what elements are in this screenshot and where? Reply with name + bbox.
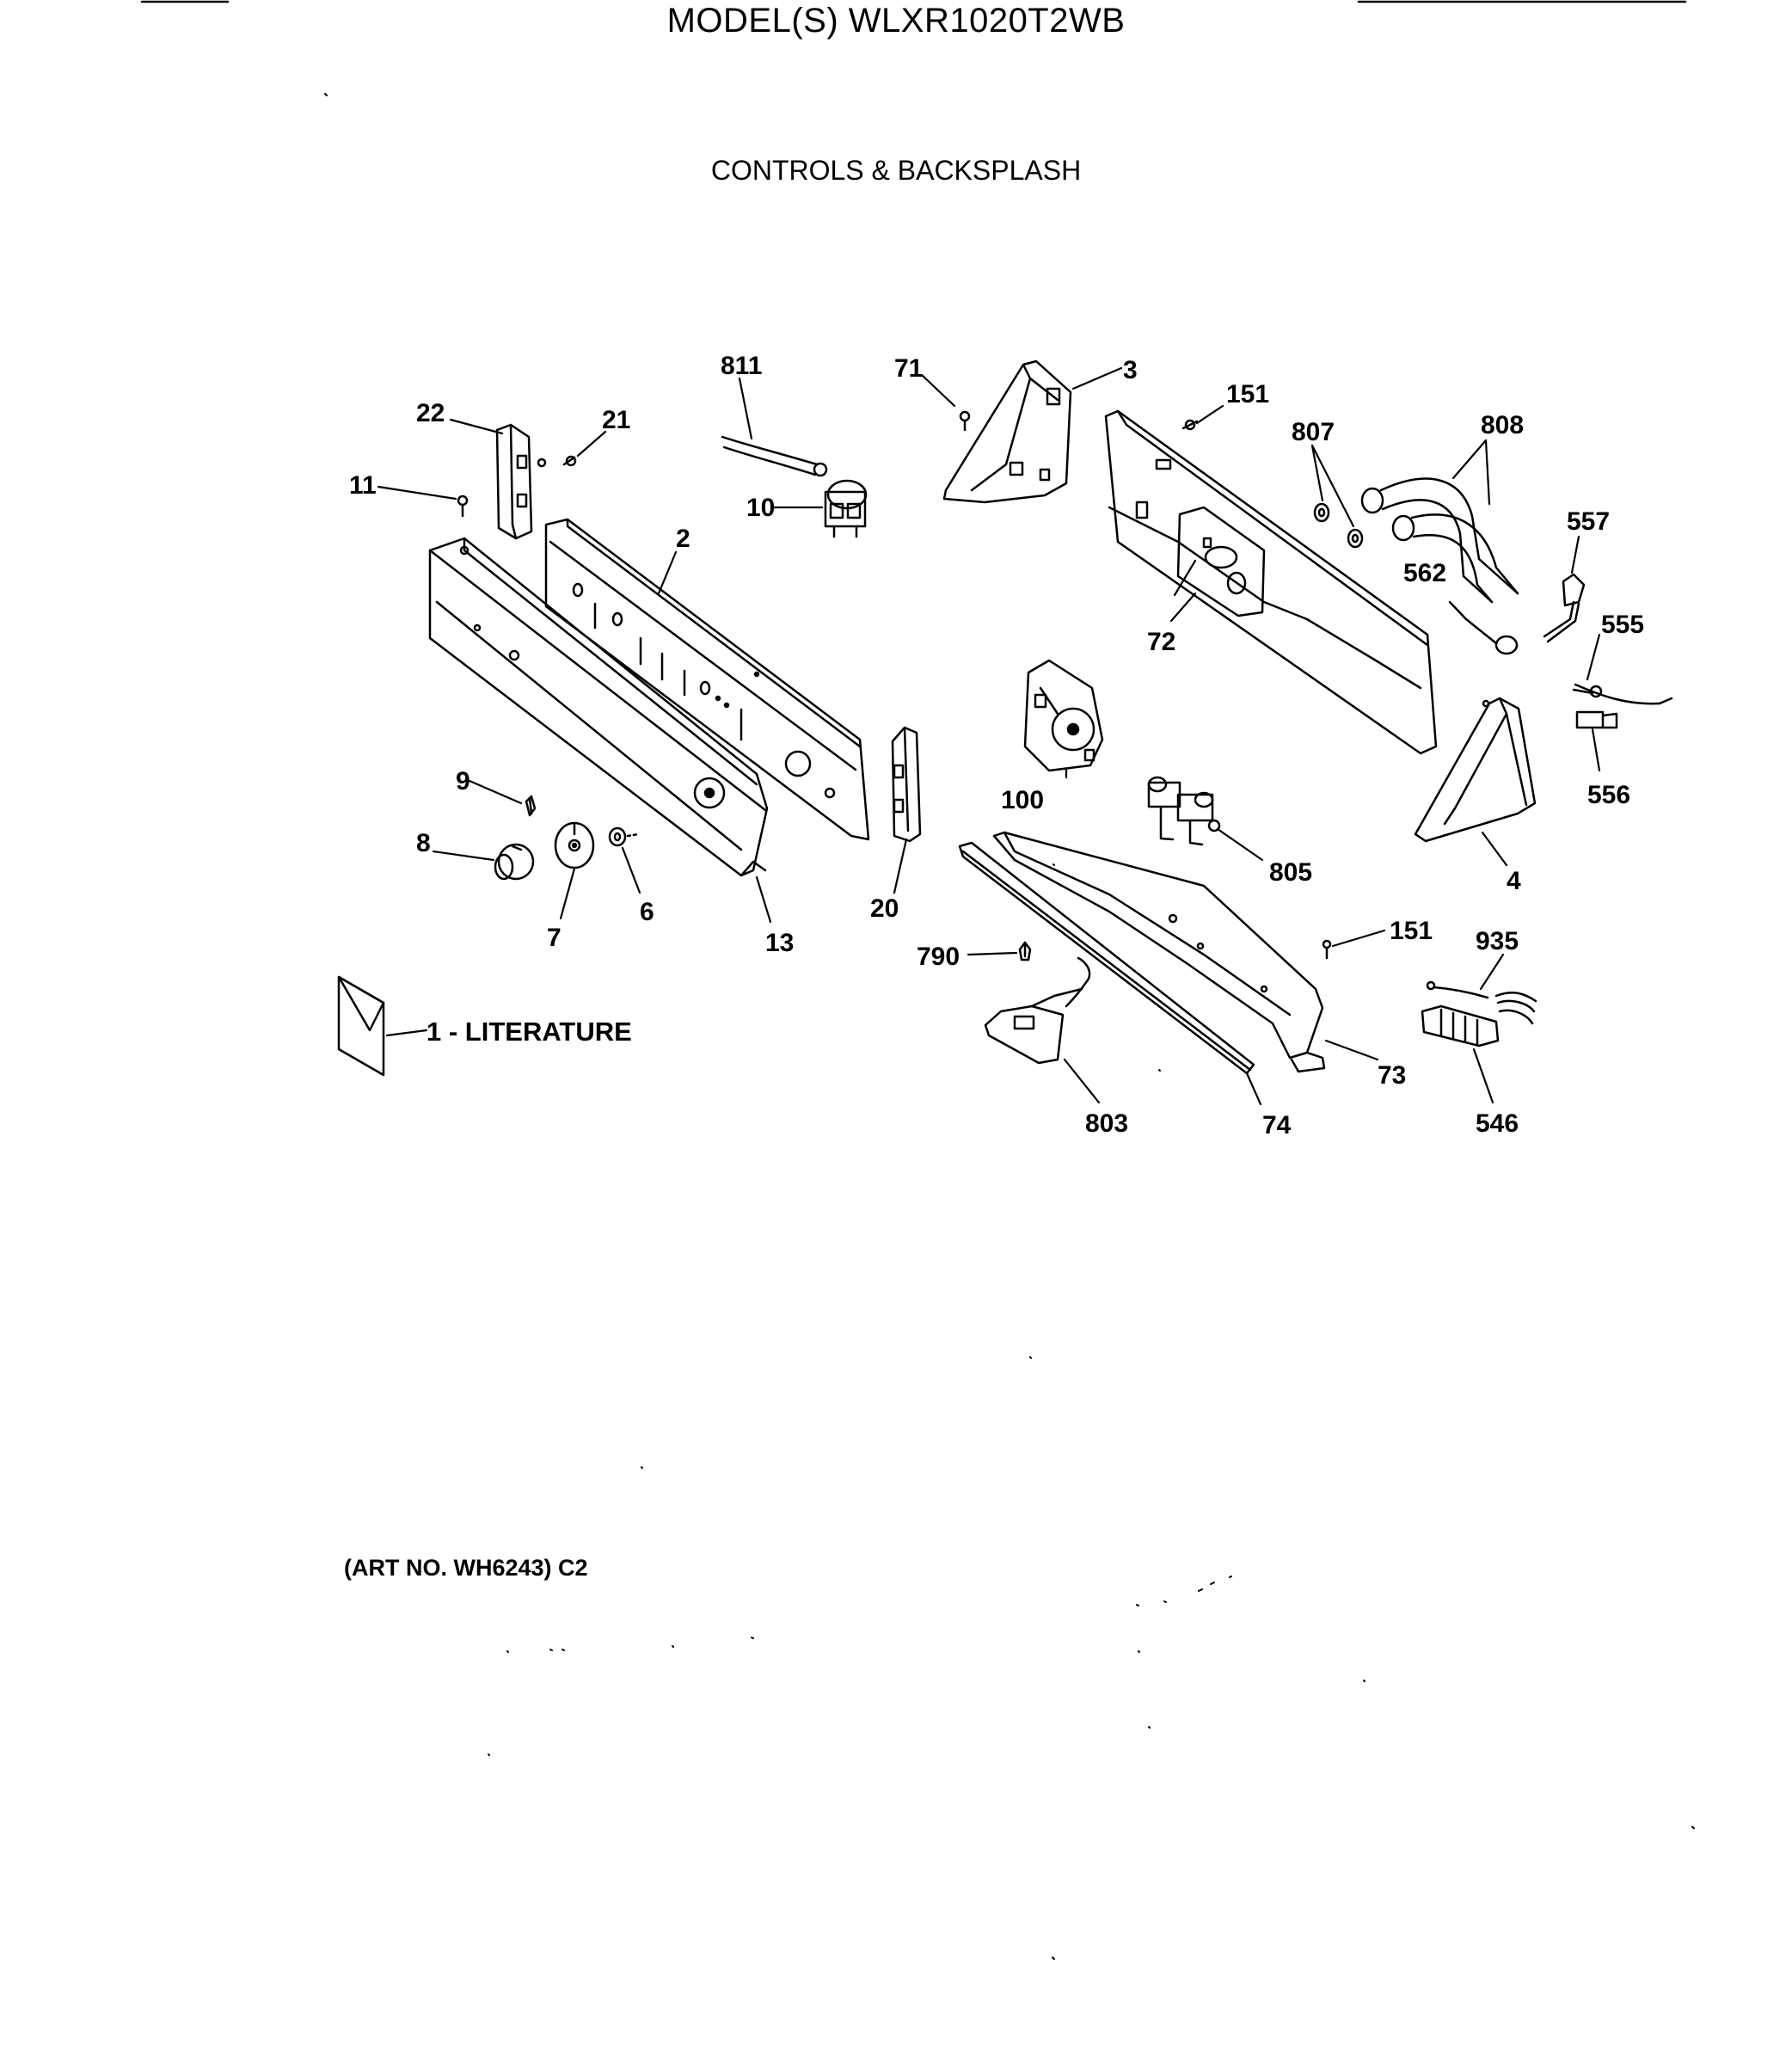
callout-555: 555 [1601, 611, 1644, 639]
callout-72: 72 [1147, 628, 1175, 656]
callout-803: 803 [1085, 1109, 1128, 1138]
callout-100: 100 [1001, 786, 1044, 814]
part-13-control-panel [428, 537, 769, 877]
callout-6: 6 [640, 898, 654, 926]
part-20-bracket [891, 726, 922, 843]
callout-562: 562 [1403, 559, 1446, 587]
part-151-screw-upper [1181, 419, 1199, 431]
callout-labels: 811 71 3 151 807 808 22 21 11 10 2 557 5… [349, 352, 1644, 1140]
callout-10: 10 [746, 494, 775, 522]
callout-22: 22 [416, 399, 445, 427]
model-title: MODEL(S) WLXR1020T2WB [666, 2, 1126, 40]
part-151-screw-lower [1322, 939, 1332, 960]
part-10-pressure-switch [824, 479, 868, 538]
part-6-nut [608, 826, 640, 847]
callout-4: 4 [1507, 867, 1521, 895]
callout-11: 11 [349, 471, 377, 500]
part-811-hose [721, 435, 828, 477]
part-9-clip [525, 795, 537, 817]
part-556-plug [1575, 710, 1618, 729]
part-4-end-cap [1414, 697, 1537, 843]
callout-151-lower: 151 [1390, 917, 1433, 945]
part-557-clip [1543, 573, 1586, 643]
callout-13: 13 [765, 929, 794, 957]
art-number: (ART NO. WH6243) C2 [344, 1555, 588, 1581]
callout-151-upper: 151 [1226, 380, 1269, 408]
part-790-clip [1018, 941, 1032, 961]
part-1-literature-envelope [337, 975, 385, 1077]
callout-808: 808 [1481, 411, 1524, 439]
part-2-console-panel [544, 518, 870, 841]
callout-546: 546 [1476, 1109, 1519, 1138]
callout-73: 73 [1378, 1061, 1406, 1090]
callout-8: 8 [416, 829, 431, 857]
part-555-connector [1572, 683, 1673, 705]
part-935-harness [1426, 980, 1537, 1025]
callout-9: 9 [456, 767, 470, 796]
callout-807: 807 [1292, 418, 1335, 446]
part-71-screw [959, 410, 971, 432]
part-803-harness-cover [984, 956, 1091, 1065]
part-74-trim-strip [958, 841, 1255, 1075]
callout-7: 7 [547, 924, 562, 952]
part-72-rear-panel [1104, 409, 1438, 755]
part-546-terminal-block [1421, 1004, 1500, 1047]
part-807-washers [1313, 502, 1364, 549]
callout-74: 74 [1262, 1111, 1292, 1140]
callout-557: 557 [1567, 507, 1610, 536]
part-3-end-cap [942, 359, 1072, 504]
callout-790: 790 [917, 943, 960, 971]
part-11-screw [457, 494, 469, 518]
callout-811: 811 [721, 352, 762, 380]
part-562-wire [1448, 600, 1519, 655]
literature-label: 1 - LITERATURE [427, 1017, 632, 1047]
callout-71: 71 [894, 354, 923, 383]
part-21-screw [562, 455, 577, 467]
part-8-knob [494, 843, 535, 881]
part-73-console-rear [992, 831, 1326, 1073]
part-805-water-valve [1147, 776, 1221, 846]
part-808-inlet-hoses [1360, 477, 1519, 604]
callout-3: 3 [1123, 356, 1138, 384]
callout-805: 805 [1269, 858, 1312, 887]
part-100-timer [1023, 659, 1104, 772]
section-title: CONTROLS & BACKSPLASH [710, 155, 1082, 186]
leader-lines [377, 366, 1601, 1106]
callout-935: 935 [1476, 927, 1519, 955]
part-7-dial [554, 821, 595, 869]
part-22-bracket [495, 423, 547, 540]
literature-callout: 1 - LITERATURE [427, 1017, 632, 1047]
callout-556: 556 [1587, 781, 1630, 809]
callout-21: 21 [602, 406, 630, 434]
scan-specks [324, 93, 1695, 1960]
callout-20: 20 [870, 894, 899, 923]
callout-2: 2 [676, 525, 690, 553]
